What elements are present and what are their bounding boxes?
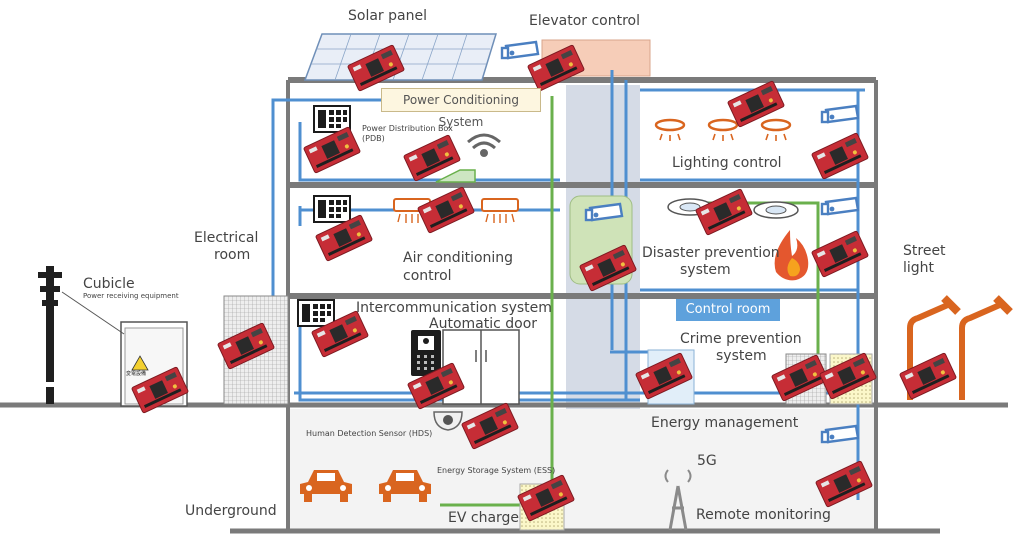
electrical-room-label-1: Electrical — [194, 230, 259, 246]
solar-panel-icon — [303, 33, 498, 81]
electrical-room-label-2: room — [214, 247, 251, 263]
cubicle-label: Cubicle — [83, 276, 135, 292]
automatic-door-label: Automatic door — [429, 316, 538, 332]
ceiling-light-icon — [760, 118, 792, 143]
pdb-abbr-label: (PDB) — [362, 134, 385, 143]
air-conditioning-label-2: control — [403, 268, 452, 284]
circuit-board-icon — [694, 188, 754, 236]
fiveg-label: 5G — [697, 453, 717, 469]
warning-sign-label: 変電設備 — [126, 371, 147, 377]
underground-label: Underground — [185, 503, 277, 519]
pdb-label: Power Distribution Box — [362, 124, 453, 133]
ceiling-light-icon — [654, 118, 686, 143]
lighting-control-label: Lighting control — [672, 155, 782, 171]
security-camera-icon — [820, 104, 860, 124]
utility-pole-icon — [38, 266, 125, 404]
solar-panel-label: Solar panel — [348, 8, 427, 24]
street-light-label-1: Street — [903, 243, 946, 259]
pdb-icon-floor2 — [313, 195, 351, 223]
crime-prevention-label-2: system — [716, 348, 767, 364]
street-light-icon — [962, 298, 1010, 400]
pdb-icon-floor1 — [297, 299, 335, 327]
ev-charge-label: EV charge — [448, 510, 520, 526]
sensor-icon — [433, 411, 463, 431]
elevator-control-label: Elevator control — [529, 13, 641, 29]
power-conditioning-label: Power Conditioning System — [381, 88, 541, 129]
underground-area — [288, 409, 876, 531]
cubicle-sub-label: Power receiving equipment — [83, 292, 179, 300]
security-camera-icon — [820, 196, 860, 216]
air-conditioner-icon — [481, 198, 519, 224]
pdb-icon-floor3 — [313, 105, 351, 133]
fire-icon — [774, 230, 809, 281]
wifi-icon — [467, 133, 501, 157]
security-camera-icon — [500, 40, 540, 60]
remote-monitoring-label: Remote monitoring — [696, 507, 831, 523]
circuit-board-icon — [416, 186, 476, 234]
ess-label: Energy Storage System (ESS) — [437, 466, 556, 475]
hds-label: Human Detection Sensor (HDS) — [306, 429, 433, 438]
circuit-board-icon — [810, 230, 870, 278]
circuit-board-icon — [302, 126, 362, 174]
disaster-prevention-label-1: Disaster prevention — [642, 245, 780, 261]
disaster-prevention-label-2: system — [680, 262, 731, 278]
intercom-icon — [411, 330, 441, 376]
antenna-5g-icon — [664, 469, 692, 531]
control-room-label: Control room — [676, 299, 780, 321]
street-light-label-2: light — [903, 260, 935, 276]
energy-management-label: Energy management — [651, 415, 799, 431]
ceiling-light-icon — [707, 118, 739, 143]
crime-prevention-label-1: Crime prevention — [680, 331, 802, 347]
circuit-board-icon — [810, 132, 870, 180]
air-conditioning-label-1: Air conditioning — [403, 250, 514, 266]
intercom-label: Intercommunication system — [356, 300, 552, 316]
